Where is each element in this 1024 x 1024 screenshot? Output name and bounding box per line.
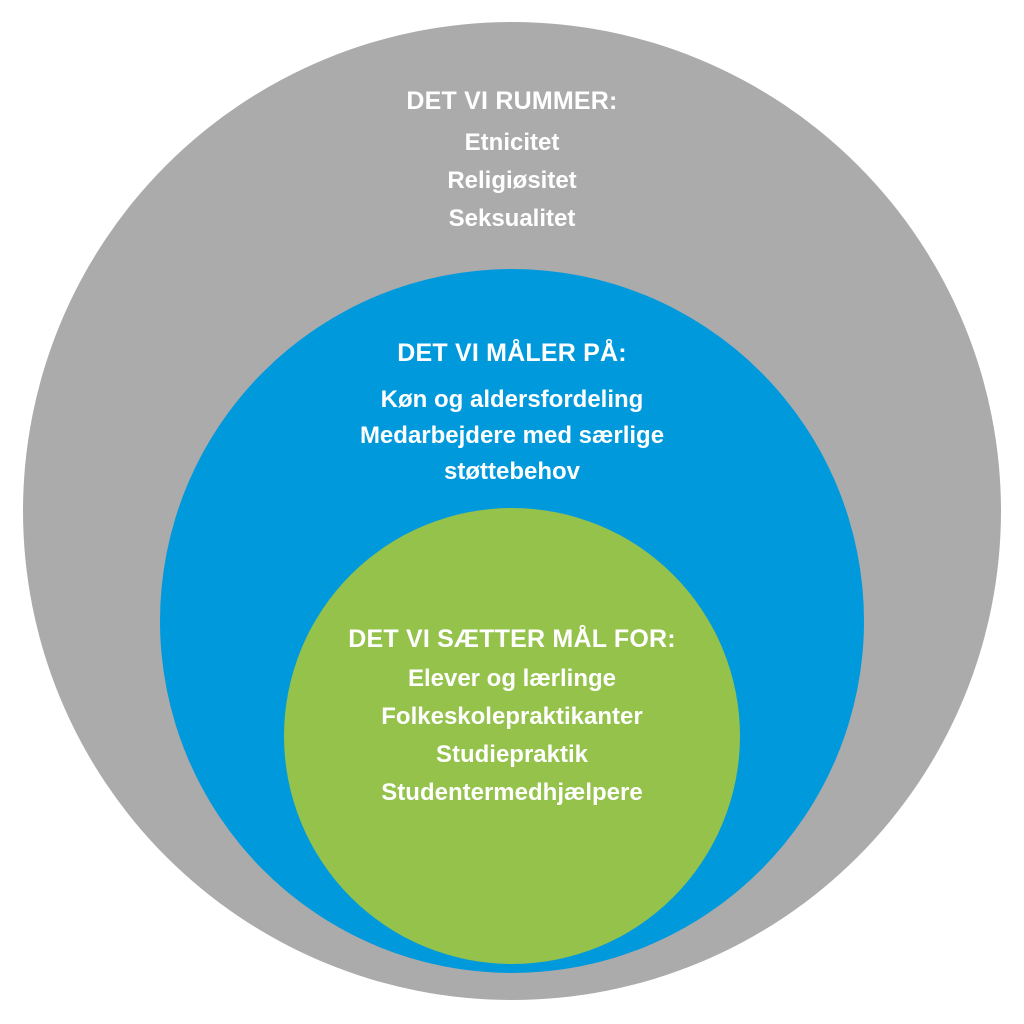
middle-item: Medarbejdere med særlige støttebehov [359,422,665,485]
middle-text-block: DET VI MÅLER PÅ: Køn og aldersfordeling … [0,338,1024,490]
inner-text-block: DET VI SÆTTER MÅL FOR: Elever og lærling… [0,624,1024,812]
inner-item: Elever og lærlinge [407,665,617,692]
outer-text-block: DET VI RUMMER: Etnicitet Religiøsitet Se… [0,86,1024,238]
middle-item: Køn og aldersfordeling [380,386,644,413]
middle-heading: DET VI MÅLER PÅ: [397,339,627,367]
outer-item: Etnicitet [464,129,560,156]
inner-heading: DET VI SÆTTER MÅL FOR: [348,625,676,653]
inner-item: Studentermedhjælpere [381,779,643,806]
outer-item: Seksualitet [448,205,576,232]
outer-item: Religiøsitet [447,167,577,194]
inner-item: Studiepraktik [435,741,589,768]
outer-heading: DET VI RUMMER: [406,87,618,115]
inner-item: Folkeskolepraktikanter [381,703,643,730]
inner-circle [284,508,740,964]
